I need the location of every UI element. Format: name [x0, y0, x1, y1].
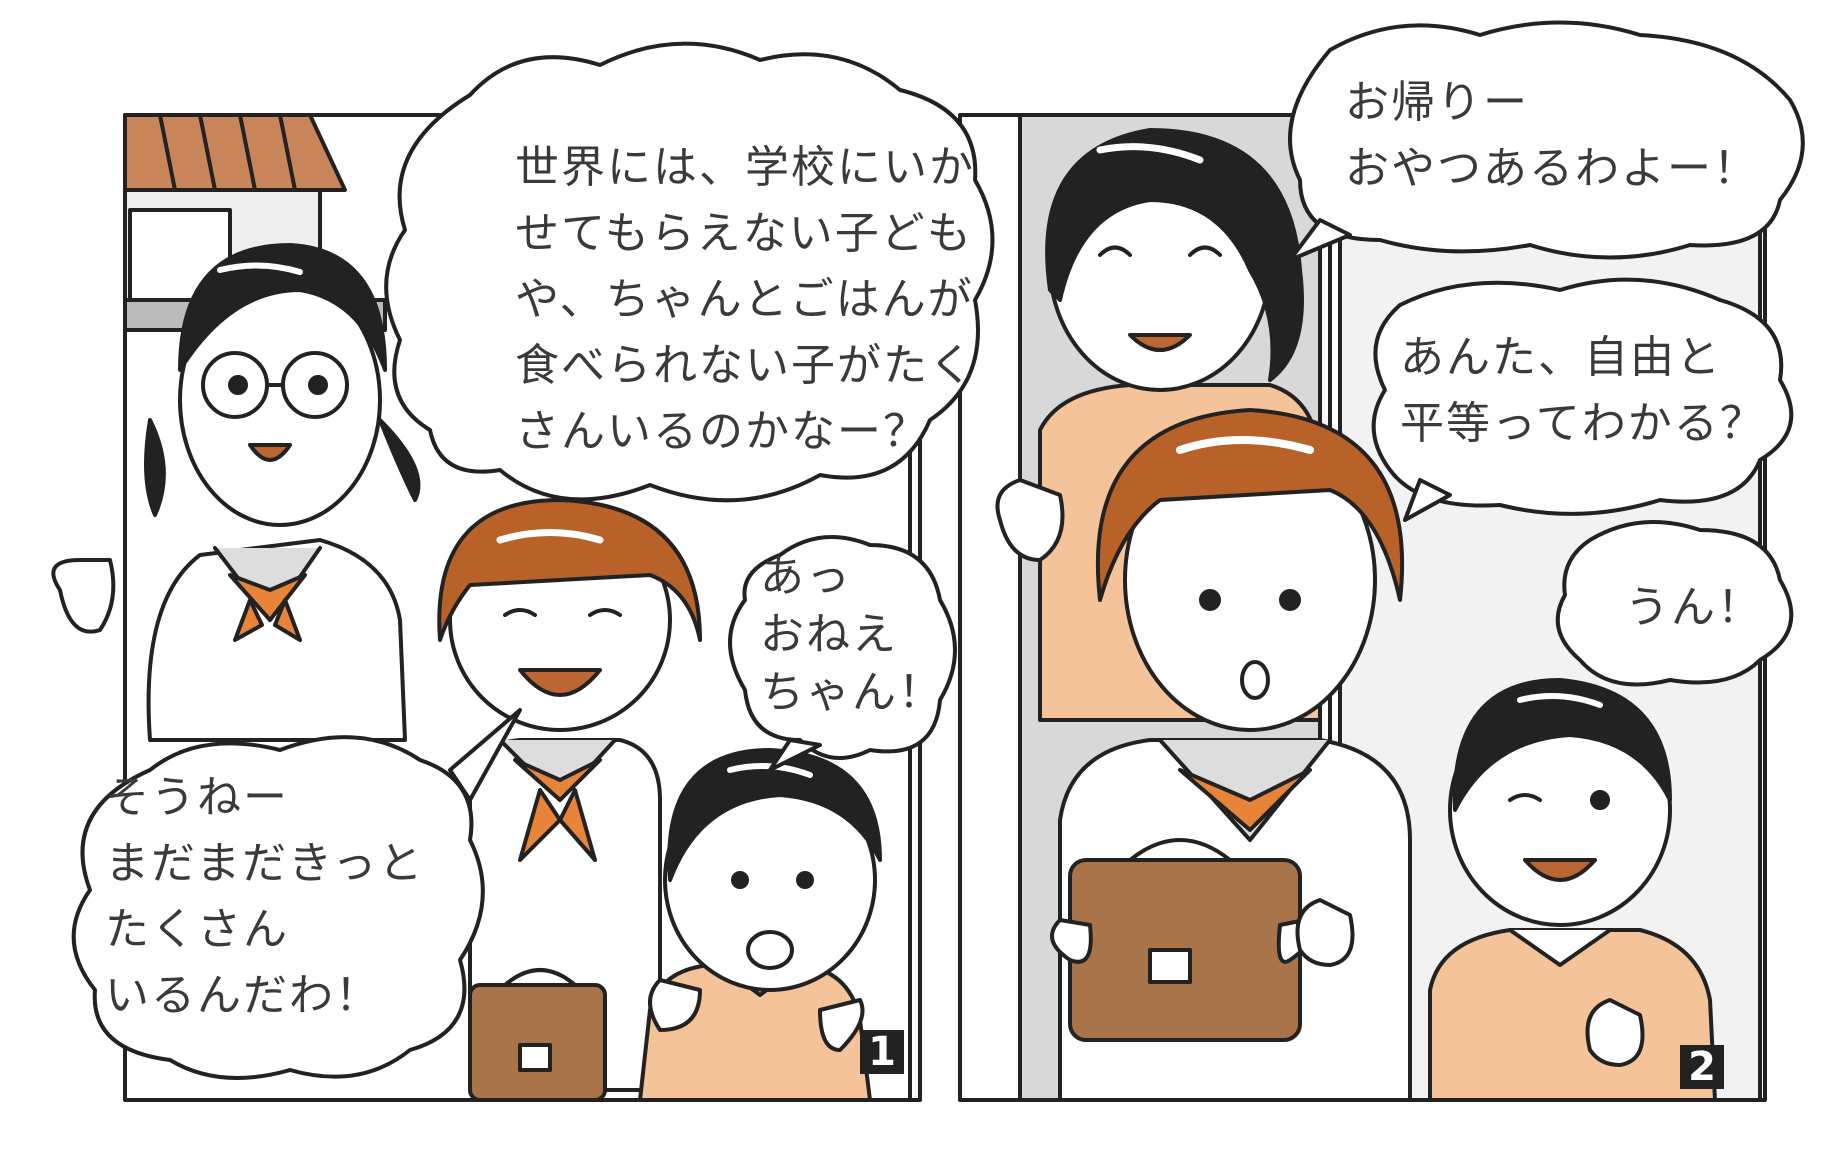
bubble-friend-panel-1: [384, 41, 995, 503]
little-brother-panel-2: [1295, 678, 1717, 1102]
speech-text-mother: お帰りー おやつあるわよー！: [1345, 77, 1759, 194]
speech-text-friend: 世界には、学校にいか せてもらえない子ども や、ちゃんとごはんが 食べられない子…: [515, 142, 975, 457]
panel-number-2: 2: [1680, 1045, 1724, 1089]
sister-with-glasses: [51, 243, 421, 742]
bubble-mother-panel-2: [1288, 20, 1805, 262]
bubble-sister-panel-1: [71, 708, 522, 1080]
friend-girl-panel-2: [1050, 408, 1412, 1102]
friend-girl: [437, 498, 702, 1102]
bubble-brother-reply-panel-2: [1555, 520, 1794, 687]
little-brother-panel-1: [638, 748, 882, 1102]
speech-text-brother-reply: うん！: [1625, 582, 1763, 633]
panel-number-1: 1: [860, 1030, 904, 1074]
bubble-sister-question-panel-2: [1371, 277, 1794, 522]
speech-text-brother: あっ おねえ ちゃん！: [760, 551, 944, 718]
speech-text-sister-question: あんた、自由と 平等ってわかる？: [1400, 332, 1766, 449]
speech-text-sister: そうねー まだまだきっと たくさん いるんだわ！: [105, 772, 425, 1021]
bubble-brother-panel-1: [728, 535, 957, 772]
